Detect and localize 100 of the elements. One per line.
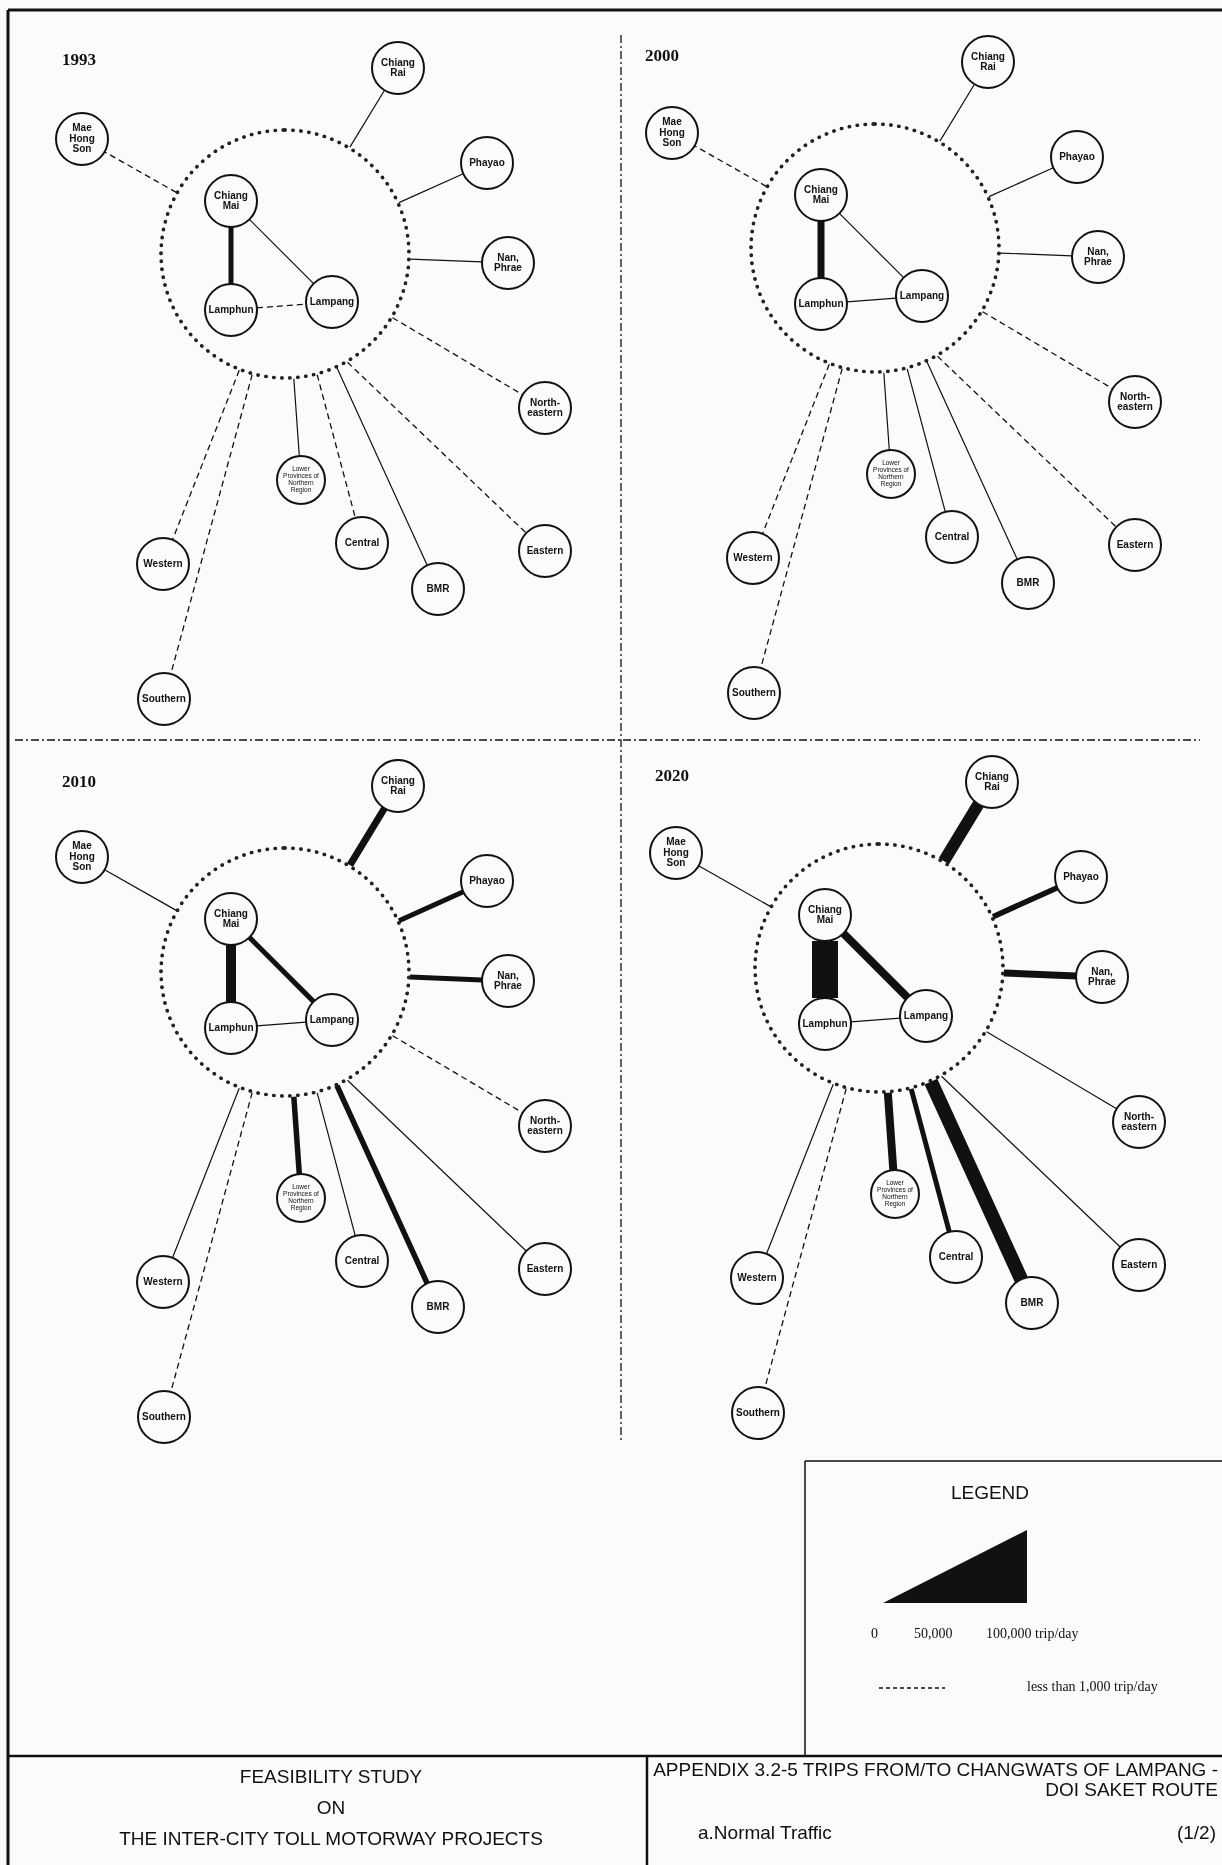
place-label: Mae Hong Son [662,837,690,869]
place-circle [371,759,425,813]
place-circle [726,531,780,585]
place-label: Central [933,531,971,543]
connector-line [940,1075,1121,1248]
place-circle [1112,1238,1166,1292]
legend-text: less than 1,000 trip/day [1027,1679,1158,1695]
place-label: Lamphun [207,304,255,316]
place-label: North-eastern [1120,1111,1158,1133]
connector-line [926,361,1018,560]
place-label: Phayao [1058,151,1096,163]
connector-line [938,801,984,865]
place-label: Phayao [1062,871,1100,883]
place-label: Mae Hong Son [68,123,96,155]
place-label: Chiang Rai [974,771,1010,793]
place-label: Southern [141,1411,187,1423]
footer-text: (1/2) [1175,1822,1216,1844]
place-label: Chiang Rai [380,775,416,797]
connector-line [765,1083,834,1255]
place-circle [460,854,514,908]
connector-line [336,367,428,566]
legend-heading: LEGEND [949,1482,1031,1504]
place-circle [727,666,781,720]
place-circle [649,826,703,880]
footer-text: FEASIBILITY STUDY [238,1766,424,1788]
place-circle [335,516,389,570]
place-circle [204,283,258,337]
place-label: Phayao [468,875,506,887]
place-label: Western [142,1276,184,1288]
place-circle [1054,850,1108,904]
connector-line [936,355,1117,528]
place-circle [305,275,359,329]
place-label: Central [937,1251,975,1263]
connector-line [226,945,236,1002]
place-circle [204,174,258,228]
connector-line [991,885,1059,920]
connector-line [693,145,767,188]
connector-line [103,151,177,194]
connector-line [104,869,177,911]
place-label: Nan, Phrae [493,970,523,992]
place-label: Eastern [1115,539,1155,551]
connector-line [924,1078,1028,1283]
place-label: Eastern [525,1263,565,1275]
region-ring [159,846,411,1098]
place-circle [371,41,425,95]
place-label: Lampang [308,1014,356,1026]
place-label: Phayao [468,157,506,169]
connector-line [346,1079,527,1252]
place-label: Lamphun [801,1018,849,1030]
place-circle [731,1386,785,1440]
place-circle [895,269,949,323]
place-label: Western [732,552,774,564]
place-circle [1005,1276,1059,1330]
place-circle [645,106,699,160]
place-circle [899,989,953,1043]
place-circle [518,524,572,578]
connector-line [840,930,911,1001]
place-label: Southern [141,693,187,705]
place-label: Mae Hong Son [68,841,96,873]
place-label: Lamphun [797,298,845,310]
place-label: Nan, Phrae [1083,246,1113,268]
place-label: Eastern [1119,1259,1159,1271]
place-label: BMR [425,583,451,595]
place-label: Chiang Mai [213,190,249,212]
place-label: Southern [735,1407,781,1419]
connector-line [247,935,316,1004]
connector-line [883,372,890,451]
connector-line [846,297,897,303]
place-label: BMR [425,1301,451,1313]
place-circle [1050,130,1104,184]
place-label: Lampang [898,290,946,302]
place-circle [481,236,535,290]
connector-line [817,221,825,278]
place-label: Western [142,558,184,570]
connector-line [346,361,527,534]
place-circle [276,1173,326,1223]
connector-line [316,374,356,519]
place-label: North-eastern [1116,391,1154,413]
place-label: Mae Hong Son [658,117,686,149]
place-circle [1071,230,1125,284]
connector-line [409,258,483,263]
place-label: Central [343,537,381,549]
place-circle [411,562,465,616]
place-label: Central [343,1255,381,1267]
place-label: Lampang [308,296,356,308]
connector-line [293,378,300,457]
place-label: North-eastern [526,397,564,419]
place-label: BMR [1015,577,1041,589]
connector-line [228,227,234,284]
place-circle [798,888,852,942]
place-circle [137,672,191,726]
place-label: Nan, Phrae [1087,966,1117,988]
place-circle [518,1242,572,1296]
place-label: Lampang [902,1010,950,1022]
place-label: Southern [731,687,777,699]
connector-line [349,89,386,148]
connector-line [316,1092,356,1237]
connector-line [291,1096,303,1175]
place-circle [870,1169,920,1219]
place-circle [204,892,258,946]
